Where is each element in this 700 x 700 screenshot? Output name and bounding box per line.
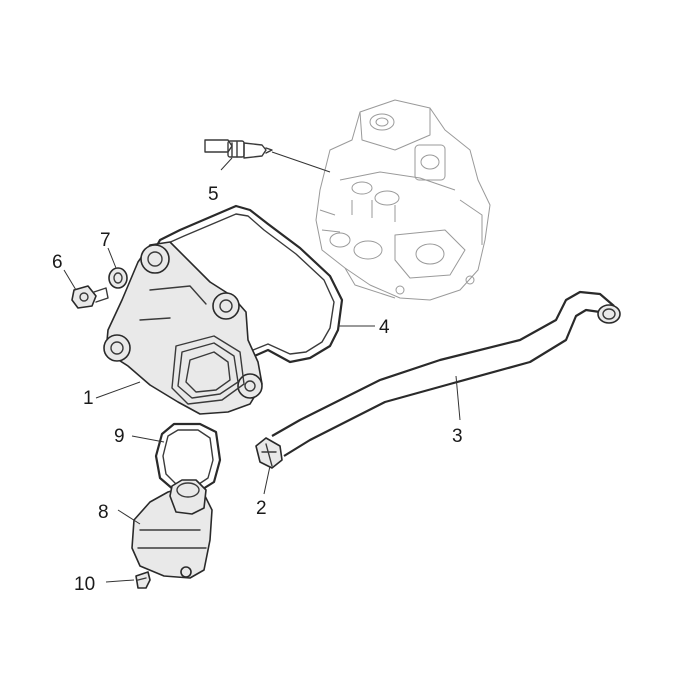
valve-cover-illustration xyxy=(103,241,263,415)
seal-ring-illustration xyxy=(154,422,222,494)
screw-illustration xyxy=(135,571,151,589)
callout-3: 3 xyxy=(452,426,463,447)
oil-separator-illustration xyxy=(131,479,213,579)
leader-lines xyxy=(63,157,461,583)
callout-4: 4 xyxy=(379,317,390,338)
cylinder-head-illustration xyxy=(315,99,491,301)
callout-2: 2 xyxy=(256,498,267,519)
callout-8: 8 xyxy=(98,502,109,523)
callout-10: 10 xyxy=(74,574,95,595)
callout-5: 5 xyxy=(208,184,219,205)
spark-plug-illustration xyxy=(204,139,331,173)
callout-6: 6 xyxy=(52,252,63,273)
bolt-and-washer-illustration xyxy=(71,267,128,309)
callout-7: 7 xyxy=(100,230,111,251)
callout-1: 1 xyxy=(83,388,94,409)
callout-9: 9 xyxy=(114,426,125,447)
breather-hose-illustration xyxy=(255,290,621,469)
